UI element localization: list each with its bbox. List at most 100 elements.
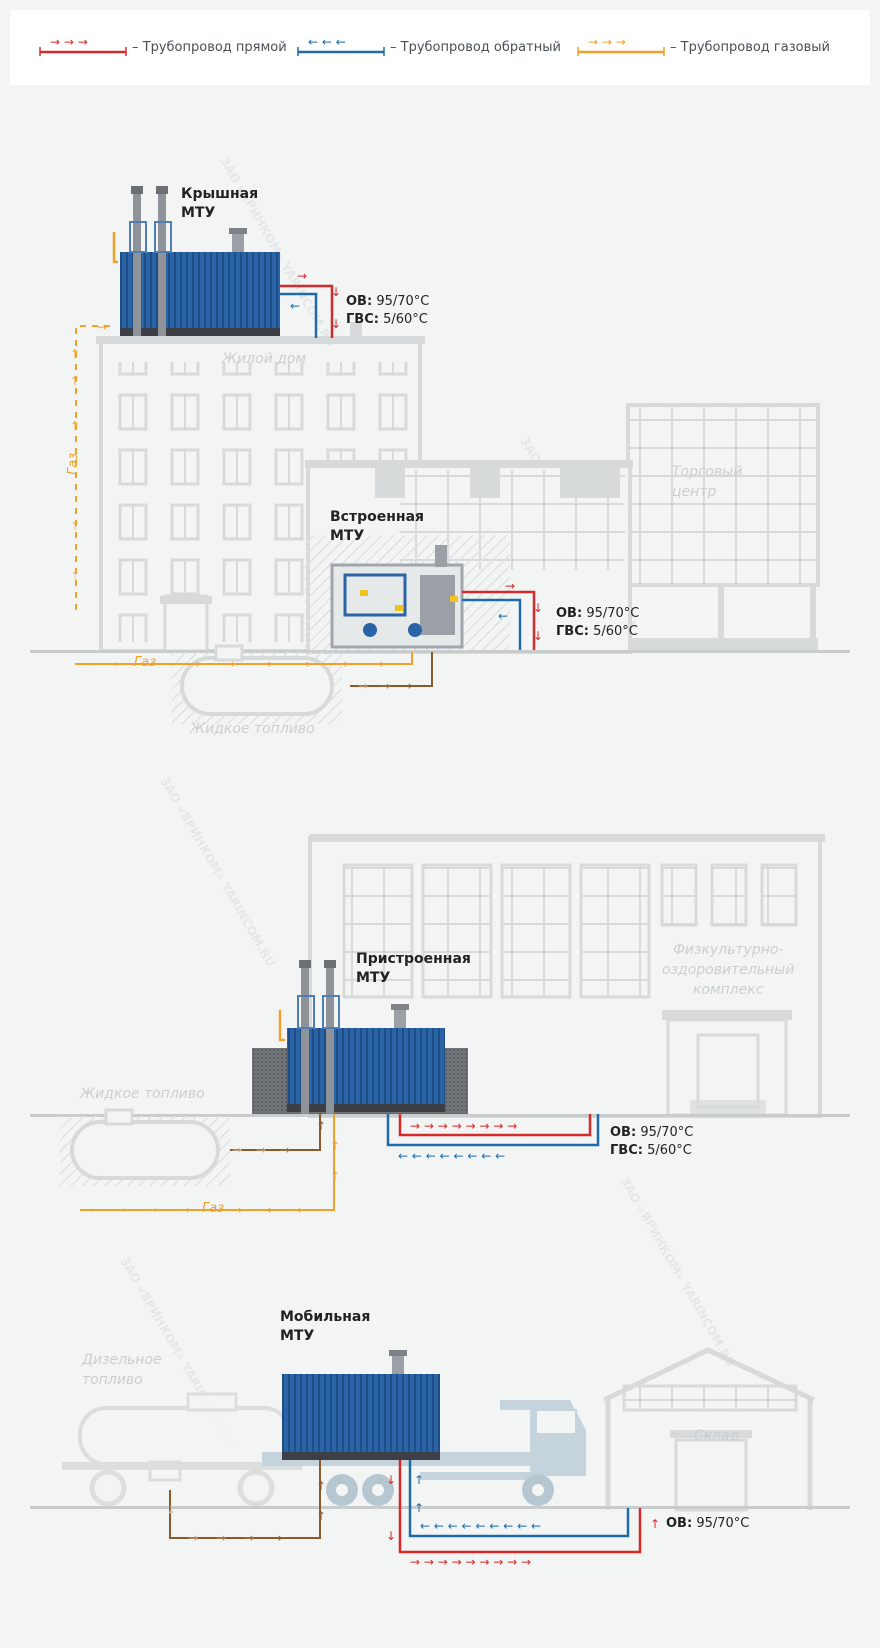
diesel-label-line1: Дизельное — [82, 1352, 162, 1368]
sports-complex-label: Физкультурно- оздоровительный комплекс — [662, 940, 794, 1000]
svg-text:→ → → → → → → → →: → → → → → → → → → — [410, 1555, 531, 1569]
warehouse-label: Склад — [694, 1428, 740, 1444]
mobile-pipes: ← ← ← ← ← ← ← ← ← → → → → → → → → → ↓ ↓ … — [386, 1460, 660, 1569]
ground-line-1 — [30, 650, 850, 653]
roof-pipes: → ← ↓ ↓ — [280, 269, 341, 338]
attached-ov-value: 95/70°С — [640, 1125, 694, 1140]
complex-label-line3: комплекс — [692, 982, 764, 998]
residential-building-label: Жилой дом — [222, 351, 307, 367]
svg-text:→: → — [297, 269, 307, 283]
gas-pipe-swatch: → → → — [577, 36, 665, 56]
legend-return: ← ← ← – Трубопровод обратный — [296, 10, 561, 85]
shopping-center-label: Торговый центр — [672, 462, 742, 502]
mobile-specs: ОВ: 95/70°С — [666, 1515, 749, 1533]
svg-text:→: → — [188, 1531, 198, 1545]
complex-label-line2: оздоровительный — [662, 962, 795, 978]
svg-text:↑: ↑ — [316, 1119, 326, 1133]
attached-mtu-title: Пристроенная МТУ — [356, 950, 471, 988]
svg-text:→: → — [232, 1203, 242, 1217]
warehouse-building — [602, 1347, 816, 1512]
svg-text:→ → → → → → → →: → → → → → → → → — [410, 1119, 517, 1133]
fuel-tank-2 — [60, 1108, 230, 1186]
svg-text:↑: ↑ — [330, 1139, 340, 1153]
svg-text:→: → — [180, 1203, 190, 1217]
attached-title-line2: МТУ — [356, 970, 391, 986]
builtin-ov-value: 95/70°С — [586, 606, 640, 621]
svg-text:ЗАО «ЯРИНКОМ» YARINCOM.RU: ЗАО «ЯРИНКОМ» YARINCOM.RU — [617, 1175, 738, 1370]
svg-text:↑: ↑ — [70, 519, 80, 533]
roof-ov-label: ОВ: — [346, 294, 373, 309]
attached-gvs-label: ГВС: — [610, 1143, 643, 1158]
mobile-title-line2: МТУ — [280, 1328, 315, 1344]
svg-text:↑: ↑ — [414, 1473, 424, 1487]
attached-title-line1: Пристроенная — [356, 951, 471, 967]
legend: → → → – Трубопровод прямой ← ← ← – Трубо… — [10, 10, 870, 85]
roof-gas-pipe: ↑ ↑ ↑ ↑ ↑ → — [70, 320, 110, 610]
svg-text:→: → — [108, 657, 118, 671]
attached-boiler-container[interactable] — [278, 960, 445, 1114]
svg-text:↑: ↑ — [316, 1509, 326, 1523]
attached-gas-label: Газ — [202, 1201, 225, 1216]
mobile-ov-value: 95/70°С — [696, 1516, 750, 1531]
svg-text:↓: ↓ — [331, 317, 341, 331]
roof-gas-label: Газ — [66, 452, 81, 475]
gas-arrows: → → → — [588, 36, 626, 49]
svg-text:→: → — [292, 1203, 302, 1217]
builtin-ov-label: ОВ: — [556, 606, 583, 621]
attached-specs: ОВ: 95/70°С ГВС: 5/60°С — [610, 1124, 693, 1160]
svg-text:↓: ↓ — [331, 285, 341, 299]
watermark: ЗАО «ЯРИНКОМ» YARINCOM.RU ЗАО «ЯРИНКОМ» … — [117, 155, 738, 1450]
return-pipe-swatch: ← ← ← — [297, 36, 385, 56]
mobile-fuel-line: ↓ → → → → ↑ ↑ — [166, 1460, 326, 1545]
builtin-boiler-unit[interactable] — [330, 545, 464, 649]
mobile-title-line1: Мобильная — [280, 1309, 371, 1325]
svg-text:→: → — [148, 1203, 158, 1217]
svg-text:↓: ↓ — [386, 1473, 396, 1487]
builtin-gas-label: Газ — [134, 655, 157, 670]
svg-text:→: → — [380, 679, 390, 693]
builtin-gvs-value: 5/60°С — [593, 624, 638, 639]
svg-text:→: → — [402, 679, 412, 693]
mobile-boiler-container[interactable] — [282, 1350, 440, 1460]
sports-complex-building — [308, 834, 830, 1118]
svg-text:↓: ↓ — [533, 601, 543, 615]
svg-text:↑: ↑ — [316, 1479, 326, 1493]
diesel-label-line2: топливо — [82, 1372, 143, 1388]
direct-pipe-swatch: → → → — [39, 36, 127, 56]
svg-text:→: → — [97, 320, 107, 334]
svg-text:→: → — [80, 657, 90, 671]
fuel-tank-2-label: Жидкое топливо — [80, 1086, 205, 1102]
svg-text:↓: ↓ — [166, 1503, 176, 1517]
svg-text:→: → — [262, 1203, 272, 1217]
legend-gas: → → → – Трубопровод газовый — [576, 10, 866, 85]
svg-text:←: ← — [290, 299, 300, 313]
legend-direct: → → → – Трубопровод прямой — [38, 10, 287, 85]
builtin-mtu-title: Встроенная МТУ — [330, 508, 424, 546]
ground-line-2 — [30, 1114, 850, 1117]
mobile-mtu-title: Мобильная МТУ — [280, 1308, 370, 1346]
svg-text:→: → — [84, 1203, 94, 1217]
direct-arrows: → → → — [50, 36, 88, 49]
builtin-title-line2: МТУ — [330, 528, 365, 544]
svg-text:→: → — [374, 657, 384, 671]
svg-text:→: → — [225, 657, 235, 671]
attached-fuel-line: → → → ↑ — [230, 1114, 326, 1157]
svg-text:←: ← — [498, 609, 508, 623]
svg-text:→: → — [244, 1531, 254, 1545]
svg-text:↑: ↑ — [330, 1169, 340, 1183]
legend-return-label: – Трубопровод обратный — [390, 40, 561, 55]
roof-title-line2: МТУ — [181, 205, 216, 221]
svg-text:← ← ← ← ← ← ← ←: ← ← ← ← ← ← ← ← — [398, 1149, 505, 1163]
roof-specs: ОВ: 95/70°С ГВС: 5/60°С — [346, 293, 429, 329]
svg-text:→: → — [116, 1203, 126, 1217]
svg-text:↑: ↑ — [650, 1517, 660, 1531]
underground-gas-line-1: → → → → → → → → — [75, 652, 413, 671]
diesel-label: Дизельное топливо — [82, 1350, 162, 1390]
return-arrows: ← ← ← — [308, 36, 346, 49]
roof-boiler-container[interactable] — [112, 186, 280, 336]
svg-text:→: → — [300, 657, 310, 671]
mobile-ov-label: ОВ: — [666, 1516, 693, 1531]
svg-text:↑: ↑ — [70, 569, 80, 583]
svg-text:→: → — [280, 1143, 290, 1157]
